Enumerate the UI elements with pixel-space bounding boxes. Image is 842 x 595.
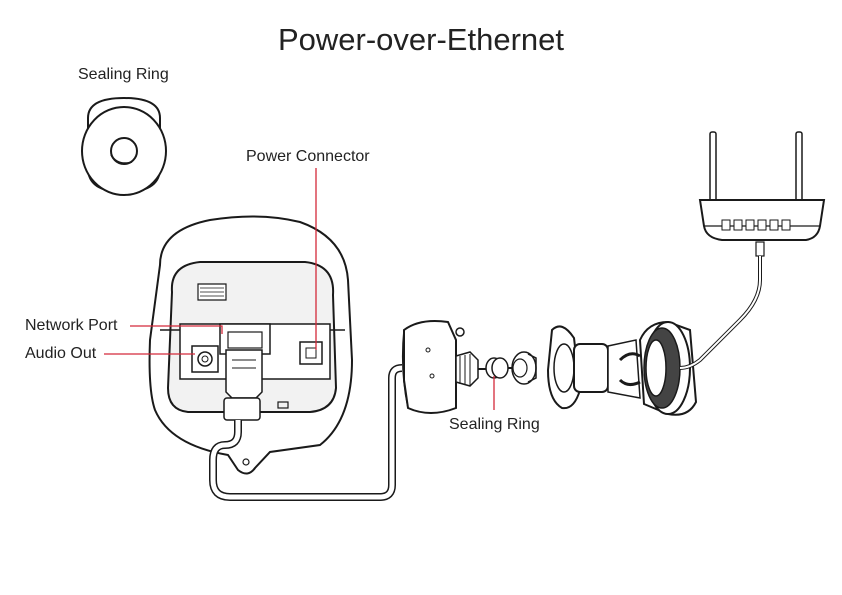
router-cable xyxy=(679,256,762,370)
sealing-ring-icon xyxy=(81,96,167,196)
power-connector xyxy=(299,341,323,365)
label-sealing-ring-bottom: Sealing Ring xyxy=(449,416,540,433)
label-sealing-ring-top: Sealing Ring xyxy=(78,66,169,83)
rj45-plug xyxy=(223,349,263,421)
ethernet-cable xyxy=(209,364,403,501)
junction-cap xyxy=(401,320,465,414)
router-icon xyxy=(698,131,826,257)
dome-camera-body xyxy=(618,320,698,416)
housing-details xyxy=(242,401,289,466)
diagram-title: Power-over-Ethernet xyxy=(277,22,564,57)
label-network-port: Network Port xyxy=(25,317,118,334)
cable-gland xyxy=(455,351,490,387)
sealing-ring-small-icon xyxy=(485,357,514,379)
threaded-nut xyxy=(511,351,537,385)
mounting-bracket xyxy=(546,325,641,410)
label-audio-out: Audio Out xyxy=(25,345,97,362)
leader-lines xyxy=(104,168,495,410)
network-port xyxy=(219,323,271,355)
leader-network-port xyxy=(130,325,223,334)
label-power-connector: Power Connector xyxy=(246,148,370,165)
audio-out-jack xyxy=(191,345,219,373)
